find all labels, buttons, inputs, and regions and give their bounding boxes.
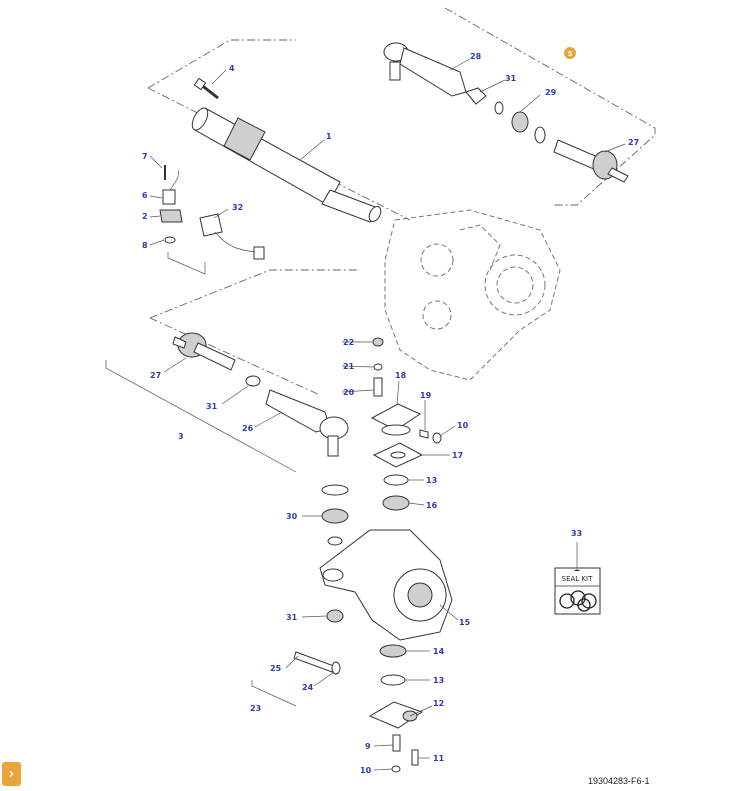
part-kingpin-cap-bottom [368, 701, 424, 773]
assembly-23-bracket [251, 680, 297, 707]
part-steering-knuckle [319, 529, 453, 641]
lower-assembly-outline [149, 269, 360, 319]
callout-8[interactable]: 8 [142, 241, 148, 250]
callout-30[interactable]: 30 [286, 512, 298, 521]
callout-26[interactable]: 26 [242, 424, 254, 433]
lower-assembly-outline-2 [149, 317, 321, 396]
chevron-right-icon: › [8, 766, 15, 782]
callout-13-top[interactable]: 13 [426, 476, 437, 485]
callout-33[interactable]: 33 [571, 529, 582, 538]
callout-29[interactable]: 29 [545, 88, 557, 97]
callout-27-upper[interactable]: 27 [628, 138, 639, 147]
assembly-3-bracket [105, 360, 297, 473]
part-nut-upper [465, 87, 487, 105]
part-bearing-stack-30 [321, 484, 349, 546]
callout-14[interactable]: 14 [433, 647, 445, 656]
part-inner-tie-rod-lower [172, 332, 236, 371]
figure-reference: 19304283-F6-1 [588, 776, 650, 786]
group-badge[interactable]: 5 [564, 47, 576, 59]
expand-panel-button[interactable]: › [2, 762, 21, 786]
sensor-bracket [167, 252, 206, 275]
callout-32[interactable]: 32 [232, 203, 243, 212]
callout-11[interactable]: 11 [433, 754, 445, 763]
callout-25[interactable]: 25 [270, 664, 282, 673]
callout-31-lower[interactable]: 31 [286, 613, 298, 622]
part-nut-lower [245, 375, 261, 387]
part-seal-29 [494, 101, 546, 144]
callout-27-lower[interactable]: 27 [150, 371, 161, 380]
part-shims-top [372, 442, 424, 511]
callout-2[interactable]: 2 [142, 212, 148, 221]
callout-6[interactable]: 6 [142, 191, 148, 200]
callout-24[interactable]: 24 [302, 683, 314, 692]
callout-12[interactable]: 12 [433, 699, 444, 708]
callout-7[interactable]: 7 [142, 152, 148, 161]
callout-31-upper[interactable]: 31 [505, 74, 517, 83]
group-badge-label: 5 [568, 50, 573, 58]
callout-21[interactable]: 21 [343, 362, 355, 371]
part-nut-knuckle [326, 609, 344, 623]
leader-lines [149, 58, 626, 771]
part-kingpin-cap-top [370, 403, 442, 444]
upper-assembly-outline [147, 39, 296, 89]
part-tie-rod-end-upper [383, 42, 467, 97]
callout-31-mid[interactable]: 31 [206, 402, 218, 411]
seal-kit-label: SEAL KIT [562, 575, 593, 583]
callout-16[interactable]: 16 [426, 501, 438, 510]
part-stop-bolt [293, 651, 341, 675]
callout-9-lower[interactable]: 9 [365, 742, 371, 751]
part-shims-bottom [379, 644, 407, 686]
callout-4[interactable]: 4 [229, 64, 235, 73]
callout-1[interactable]: 1 [326, 132, 332, 141]
callout-22[interactable]: 22 [343, 338, 354, 347]
callout-3[interactable]: 3 [178, 432, 184, 441]
callout-20[interactable]: 20 [343, 388, 355, 397]
axle-housing-ghost [384, 209, 561, 381]
callout-18[interactable]: 18 [395, 371, 407, 380]
callout-23[interactable]: 23 [250, 704, 261, 713]
callout-labels: 1 2 3 4 6 7 8 9 10 10 11 12 13 13 14 15 … [142, 52, 639, 775]
callout-10-bottom[interactable]: 10 [360, 766, 372, 775]
callout-28[interactable]: 28 [470, 52, 482, 61]
tie-rod-outline [444, 7, 656, 206]
part-tie-rod-end-lower [265, 389, 349, 457]
callout-10-top[interactable]: 10 [457, 421, 469, 430]
part-inner-tie-rod-upper [553, 139, 629, 183]
callout-17[interactable]: 17 [452, 451, 463, 460]
callout-15[interactable]: 15 [459, 618, 471, 627]
part-sensor-group [159, 165, 265, 260]
part-kingpin-fasteners-top [372, 337, 384, 397]
callout-19[interactable]: 19 [420, 391, 432, 400]
part-steering-cylinder [191, 107, 382, 223]
part-bolt [193, 77, 219, 100]
callout-13-bottom[interactable]: 13 [433, 676, 444, 685]
seal-kit-box[interactable] [554, 542, 601, 615]
